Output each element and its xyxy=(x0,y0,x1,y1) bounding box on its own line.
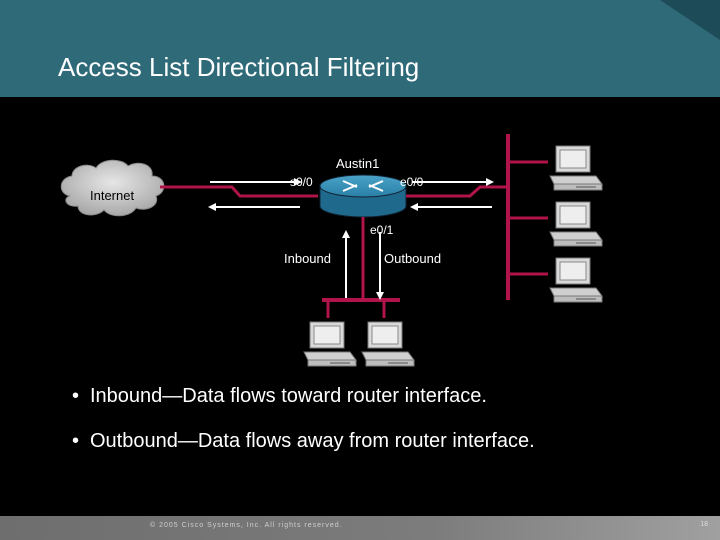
title-bar: Access List Directional Filtering xyxy=(0,0,720,97)
ethernet-link-e01 xyxy=(322,217,400,318)
right-ethernet-segment xyxy=(506,134,548,300)
inbound-label: Inbound xyxy=(284,251,331,266)
internet-cloud-icon xyxy=(60,159,165,217)
router-icon xyxy=(319,174,407,218)
bullet-item: • Inbound—Data flows toward router inter… xyxy=(72,382,702,410)
outbound-label: Outbound xyxy=(384,251,441,266)
workstation-icon xyxy=(549,145,603,191)
network-diagram: Internet Austin1 s0/0 e0/0 e0/1 Inbound … xyxy=(60,134,603,367)
page-number: 18 xyxy=(700,521,708,528)
ethernet-link-e00 xyxy=(406,185,506,198)
serial-link-s00 xyxy=(160,185,318,198)
bullet-text: Inbound—Data flows toward router interfa… xyxy=(90,385,487,407)
bullet-item: • Outbound—Data flows away from router i… xyxy=(72,427,702,455)
bullet-list: • Inbound—Data flows toward router inter… xyxy=(72,382,702,472)
workstation-icon xyxy=(549,201,603,247)
footer-bar: © 2005 Cisco Systems, Inc. All rights re… xyxy=(0,516,720,540)
slide-title: Access List Directional Filtering xyxy=(58,52,420,82)
bullet-dot-icon: • xyxy=(72,430,80,452)
router-name: Austin1 xyxy=(336,156,379,171)
workstation-icon xyxy=(549,257,603,303)
title-bar-fold xyxy=(660,0,720,40)
bullet-text: Outbound—Data flows away from router int… xyxy=(90,430,535,452)
workstation-icon xyxy=(303,321,357,367)
interface-s00-label: s0/0 xyxy=(290,175,313,189)
interface-e00-label: e0/0 xyxy=(400,175,424,189)
bullet-dot-icon: • xyxy=(72,385,80,407)
interface-e01-label: e0/1 xyxy=(370,223,394,237)
internet-label: Internet xyxy=(90,188,134,203)
workstation-icon xyxy=(361,321,415,367)
copyright-text: © 2005 Cisco Systems, Inc. All rights re… xyxy=(150,522,343,529)
